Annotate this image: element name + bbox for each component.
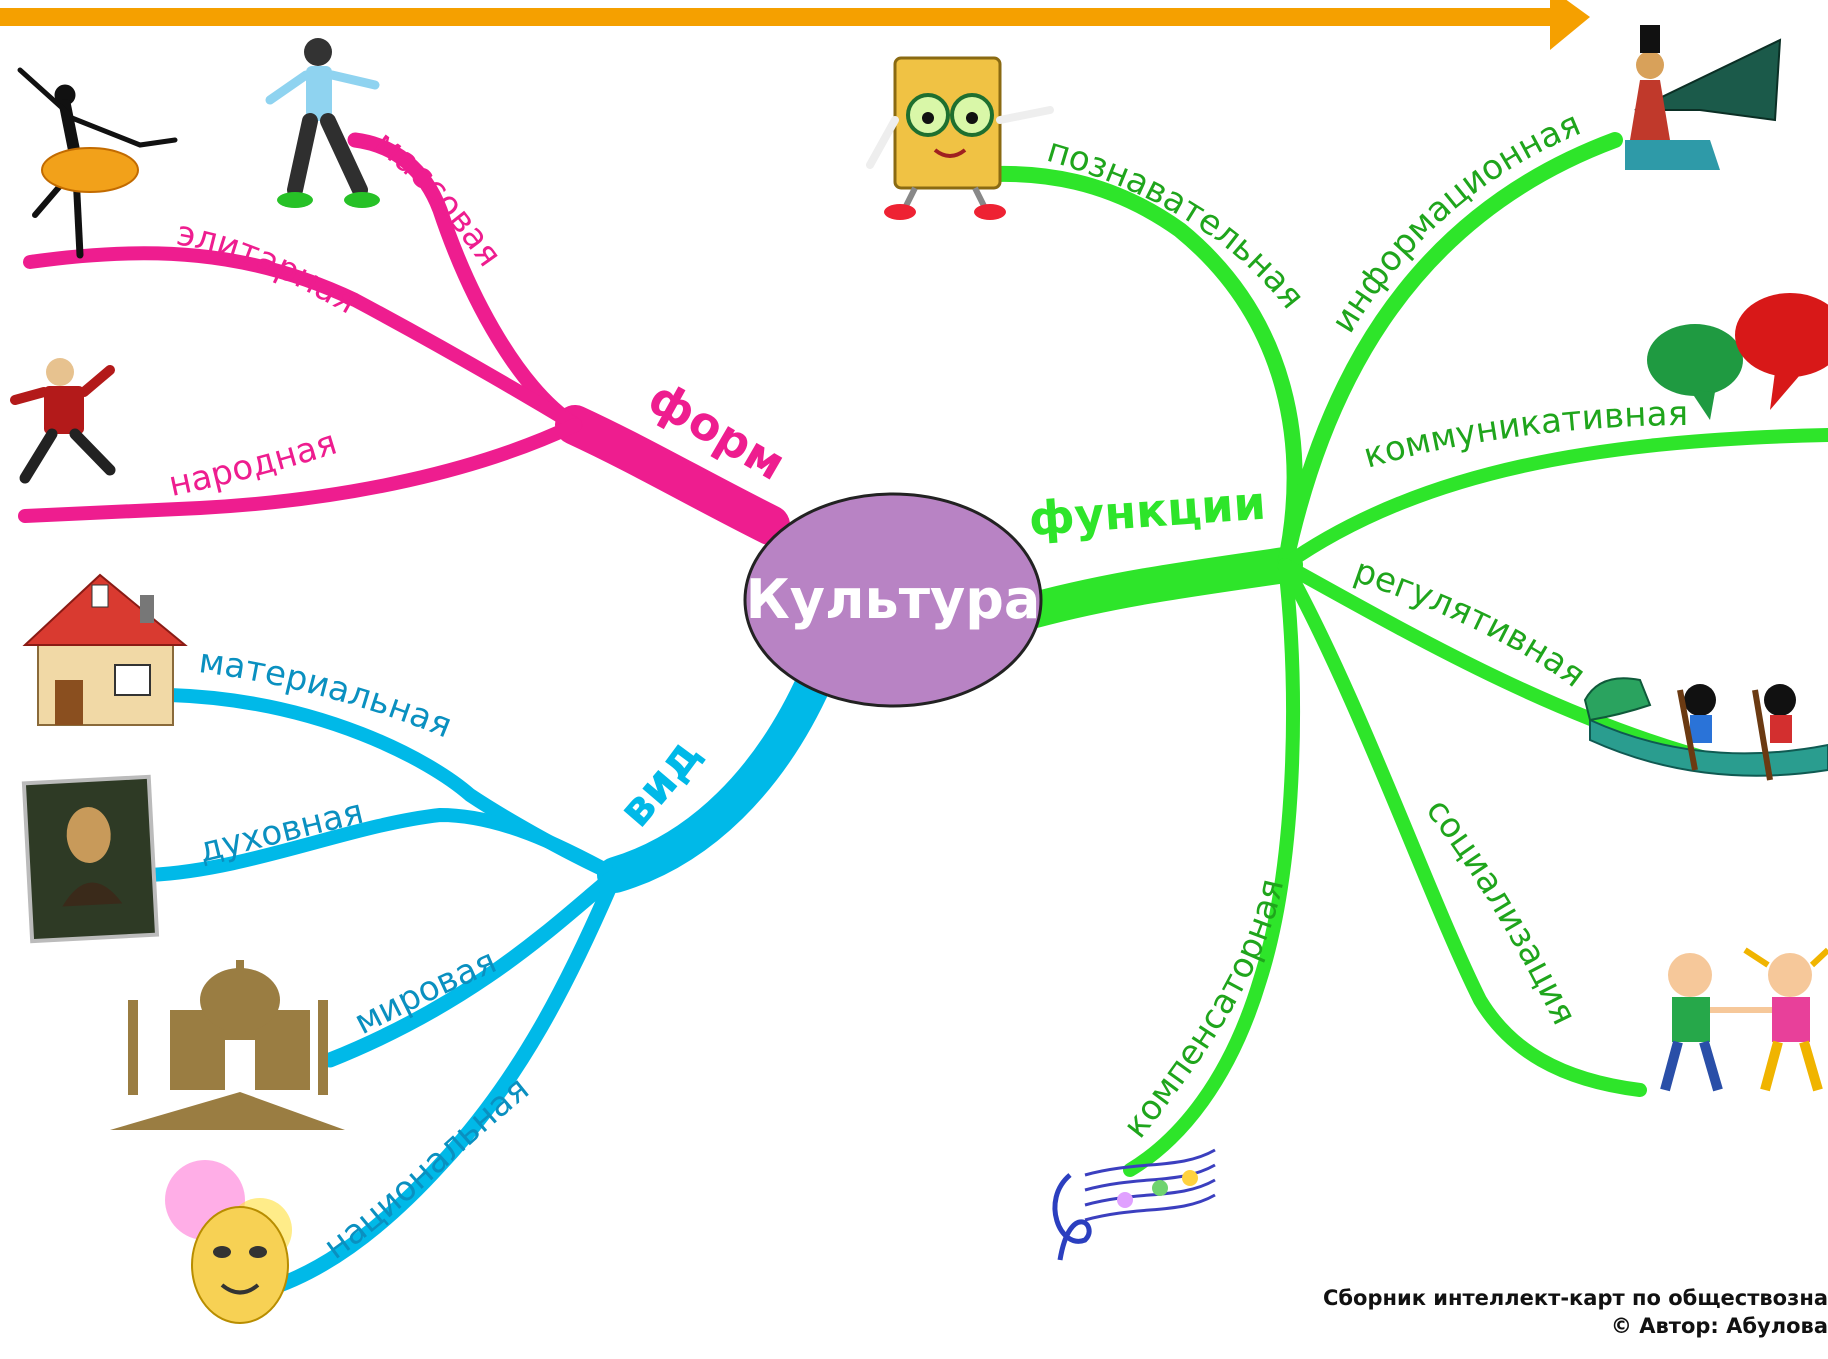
carnival-mask-icon <box>165 1160 292 1324</box>
children-icon <box>1660 947 1828 1092</box>
folk-dancer-icon <box>10 358 116 484</box>
label-cognitive: познавательная <box>1043 130 1313 316</box>
label-functions: функции <box>1027 476 1267 546</box>
label-elite: элитарная <box>174 213 364 322</box>
book-character-icon <box>866 56 1054 220</box>
label-informational: информационная <box>1323 104 1586 340</box>
hiphop-dancer-icon <box>265 38 380 208</box>
label-national: национальная <box>317 1069 537 1268</box>
speech-bubbles-icon <box>1647 293 1828 420</box>
house-icon <box>22 573 188 726</box>
egyptian-goddess-icon <box>1625 25 1782 170</box>
taj-mahal-icon <box>110 960 345 1130</box>
label-spiritual: духовная <box>195 792 367 871</box>
dragon-boat-icon <box>1583 677 1828 781</box>
ballerina-icon <box>17 67 178 259</box>
mona-lisa-icon <box>21 774 160 944</box>
branch-forms <box>18 132 790 545</box>
center-node: Культура <box>743 492 1043 708</box>
label-world: мировая <box>348 941 502 1043</box>
center-label: Культура <box>746 568 1041 631</box>
credit-collection: Сборник интеллект-карт по обществозна <box>1322 1286 1828 1310</box>
label-mass: массовая <box>367 123 510 274</box>
credit-author: © Автор: Абулова <box>1610 1314 1828 1338</box>
music-notes-icon <box>1052 1148 1216 1261</box>
label-forms: формы <box>0 0 795 491</box>
timeline-arrow <box>0 0 1590 50</box>
branch-kinds <box>143 662 833 1298</box>
